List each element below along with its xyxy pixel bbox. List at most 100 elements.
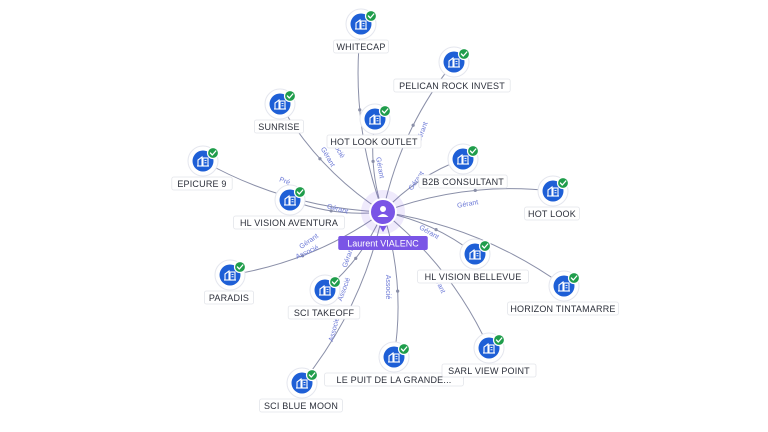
verified-check-icon bbox=[293, 185, 307, 199]
node-label-box bbox=[441, 363, 537, 378]
verified-check-icon bbox=[492, 333, 506, 347]
node-label: HOT LOOK bbox=[528, 209, 576, 219]
company-node-horizon[interactable]: HORIZON TINTAMARRE bbox=[507, 270, 619, 316]
edge-label: Pré bbox=[278, 176, 291, 186]
node-label: WHITECAP bbox=[336, 42, 385, 52]
company-node-sunrise[interactable]: SUNRISE bbox=[253, 88, 304, 134]
person-label: Laurent VIALENC bbox=[347, 239, 419, 249]
verified-check-icon bbox=[233, 260, 247, 274]
edge-horizon bbox=[382, 211, 565, 287]
edge-arrow-puit bbox=[396, 289, 400, 293]
edge-arrow-hotlook bbox=[473, 188, 477, 192]
person-icon bbox=[377, 206, 389, 217]
verified-check-icon bbox=[567, 271, 581, 285]
company-node-paradis[interactable]: PARADIS bbox=[203, 259, 254, 305]
building-icon bbox=[355, 18, 367, 30]
building-icon bbox=[197, 155, 209, 167]
edge-arrow-aventura bbox=[329, 209, 333, 213]
node-label: HL VISION BELLEVUE bbox=[425, 272, 522, 282]
edge-label: Gérant bbox=[457, 199, 479, 210]
node-label: HORIZON TINTAMARRE bbox=[510, 304, 615, 314]
building-icon bbox=[319, 284, 331, 296]
edge-label: Associé bbox=[384, 275, 391, 300]
edge-paradis bbox=[229, 211, 384, 276]
building-icon bbox=[558, 280, 570, 292]
building-icon bbox=[448, 56, 460, 68]
company-node-takeoff[interactable]: SCI TAKEOFF bbox=[287, 274, 361, 320]
node-label-box bbox=[324, 372, 464, 387]
node-label: SCI TAKEOFF bbox=[294, 308, 355, 318]
node-label-box bbox=[259, 398, 343, 413]
node-label-box bbox=[203, 290, 254, 305]
edge-label: Gérant bbox=[326, 203, 349, 215]
edge-arrow-takeoff bbox=[354, 256, 358, 260]
company-nodes: WHITECAP PELICAN ROCK INVEST SUNRISE HOT LO… bbox=[171, 8, 619, 413]
person-label-box bbox=[338, 236, 428, 250]
edge-puit bbox=[382, 211, 399, 358]
building-icon bbox=[483, 342, 495, 354]
verified-check-icon bbox=[478, 239, 492, 253]
person-node-center[interactable]: Laurent VIALENC bbox=[338, 190, 428, 250]
building-icon bbox=[284, 194, 296, 206]
node-label-box bbox=[418, 174, 508, 189]
node-label: PELICAN ROCK INVEST bbox=[399, 81, 505, 91]
node-label-box bbox=[333, 39, 389, 54]
node-label: SCI BLUE MOON bbox=[264, 401, 338, 411]
edge-label: Gérant bbox=[319, 146, 336, 168]
verified-check-icon bbox=[466, 144, 480, 158]
verified-check-icon bbox=[328, 275, 342, 289]
building-icon bbox=[224, 269, 236, 281]
company-node-aventura[interactable]: HL VISION AVENTURA bbox=[233, 184, 345, 230]
company-node-epicure[interactable]: EPICURE 9 bbox=[171, 145, 233, 191]
building-icon bbox=[457, 153, 469, 165]
edge-arrow-whitecap bbox=[358, 108, 362, 112]
node-label-box bbox=[524, 206, 580, 221]
building-icon bbox=[388, 351, 400, 363]
company-node-hotlookoutlet[interactable]: HOT LOOK OUTLET bbox=[326, 103, 422, 149]
company-node-pelican[interactable]: PELICAN ROCK INVEST bbox=[393, 46, 511, 93]
verified-check-icon bbox=[378, 104, 392, 118]
edge-label: Gérant bbox=[374, 157, 385, 179]
verified-check-icon bbox=[283, 89, 297, 103]
node-label-box bbox=[253, 119, 304, 134]
verified-check-icon bbox=[556, 176, 570, 190]
edge-sunrise bbox=[279, 103, 384, 213]
node-label: SARL VIEW POINT bbox=[448, 366, 530, 376]
node-label-box bbox=[417, 269, 529, 284]
company-node-hotlook[interactable]: HOT LOOK bbox=[524, 175, 580, 221]
edge-bluemoon bbox=[301, 211, 384, 384]
building-icon bbox=[369, 113, 381, 125]
node-label-box bbox=[393, 78, 511, 93]
edge-pelican bbox=[382, 61, 455, 213]
node-label-box bbox=[287, 305, 361, 320]
node-label: EPICURE 9 bbox=[177, 179, 226, 189]
company-node-whitecap[interactable]: WHITECAP bbox=[333, 8, 389, 54]
company-node-puit[interactable]: LE PUIT DE LA GRANDE... bbox=[324, 341, 464, 387]
node-label-box bbox=[233, 215, 345, 230]
node-label-box bbox=[326, 134, 422, 149]
node-label-box bbox=[507, 301, 619, 316]
verified-check-icon bbox=[457, 47, 471, 61]
company-node-bluemoon[interactable]: SCI BLUE MOON bbox=[259, 367, 343, 413]
node-label: HOT LOOK OUTLET bbox=[330, 137, 418, 147]
company-node-viewpoint[interactable]: SARL VIEW POINT bbox=[441, 332, 537, 378]
node-label-box bbox=[171, 176, 233, 191]
edge-arrow-paradis bbox=[300, 254, 305, 258]
building-icon bbox=[547, 185, 559, 197]
node-label: B2B CONSULTANT bbox=[422, 177, 504, 187]
building-icon bbox=[296, 377, 308, 389]
node-label: HL VISION AVENTURA bbox=[240, 218, 338, 228]
edge-arrow-bellevue bbox=[434, 228, 438, 232]
verified-check-icon bbox=[305, 368, 319, 382]
edge-label: Associé bbox=[328, 317, 341, 343]
edge-hotlook bbox=[382, 188, 554, 213]
node-label: SUNRISE bbox=[258, 122, 299, 132]
company-node-b2b[interactable]: B2B CONSULTANT bbox=[418, 143, 508, 189]
node-label: LE PUIT DE LA GRANDE... bbox=[337, 375, 452, 385]
verified-check-icon bbox=[364, 9, 378, 23]
verified-check-icon bbox=[397, 342, 411, 356]
edge-arrow-hotlookoutlet bbox=[371, 159, 375, 163]
node-label: PARADIS bbox=[209, 293, 249, 303]
company-node-bellevue[interactable]: HL VISION BELLEVUE bbox=[417, 238, 529, 284]
building-icon bbox=[274, 98, 286, 110]
